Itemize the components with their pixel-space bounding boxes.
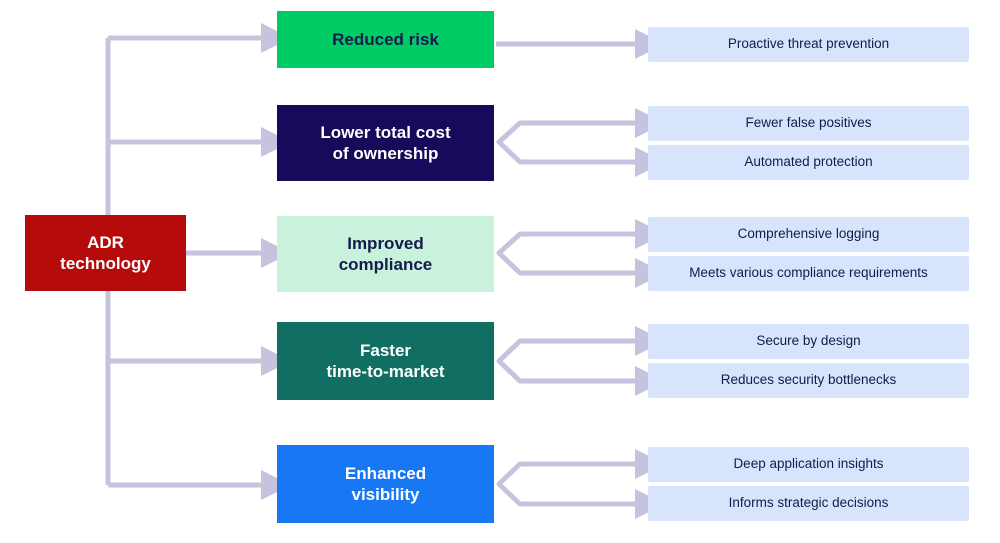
node-detail-comprehensive-logging-label: Comprehensive logging [737, 226, 880, 242]
node-detail-deep-application-insights[interactable]: Deep application insights [648, 447, 969, 482]
node-reduced-risk[interactable]: Reduced risk [277, 11, 494, 68]
fork-enhanced-visibility [496, 461, 640, 507]
node-reduced-risk-label: Reduced risk [332, 29, 439, 49]
node-detail-proactive-threat-prevention[interactable]: Proactive threat prevention [648, 27, 969, 62]
detail-connectors [496, 29, 665, 519]
node-improved-compliance-label: Improved compliance [338, 233, 433, 274]
node-enhanced-visibility[interactable]: Enhanced visibility [277, 445, 494, 523]
node-adr-technology[interactable]: ADR technology [25, 215, 186, 291]
node-detail-deep-application-insights-label: Deep application insights [733, 456, 884, 472]
node-detail-fewer-false-positives-label: Fewer false positives [745, 115, 872, 131]
node-detail-secure-by-design[interactable]: Secure by design [648, 324, 969, 359]
node-detail-secure-by-design-label: Secure by design [756, 333, 861, 349]
node-detail-proactive-threat-prevention-label: Proactive threat prevention [727, 36, 890, 52]
node-detail-comprehensive-logging[interactable]: Comprehensive logging [648, 217, 969, 252]
node-adr-technology-label: ADR technology [60, 232, 151, 273]
node-detail-informs-strategic-decisions-label: Informs strategic decisions [728, 495, 889, 511]
node-detail-reduces-security-bottlenecks-label: Reduces security bottlenecks [720, 372, 897, 388]
node-detail-automated-protection-label: Automated protection [744, 154, 873, 170]
node-improved-compliance[interactable]: Improved compliance [277, 216, 494, 292]
fork-faster-time-to-market [496, 338, 640, 384]
node-detail-fewer-false-positives[interactable]: Fewer false positives [648, 106, 969, 141]
node-enhanced-visibility-label: Enhanced visibility [344, 463, 427, 504]
node-detail-reduces-security-bottlenecks[interactable]: Reduces security bottlenecks [648, 363, 969, 398]
fork-improved-compliance [496, 231, 640, 276]
node-faster-time-to-market-label: Faster time-to-market [326, 340, 445, 381]
node-detail-automated-protection[interactable]: Automated protection [648, 145, 969, 180]
node-detail-informs-strategic-decisions[interactable]: Informs strategic decisions [648, 486, 969, 521]
fork-lower-total-cost-of-ownership [496, 120, 640, 165]
node-lower-total-cost-of-ownership-label: Lower total cost of ownership [320, 122, 451, 163]
node-detail-meets-various-compliance-requirements[interactable]: Meets various compliance requirements [648, 256, 969, 291]
node-lower-total-cost-of-ownership[interactable]: Lower total cost of ownership [277, 105, 494, 181]
node-detail-meets-various-compliance-requirements-label: Meets various compliance requirements [689, 265, 928, 281]
node-faster-time-to-market[interactable]: Faster time-to-market [277, 322, 494, 400]
